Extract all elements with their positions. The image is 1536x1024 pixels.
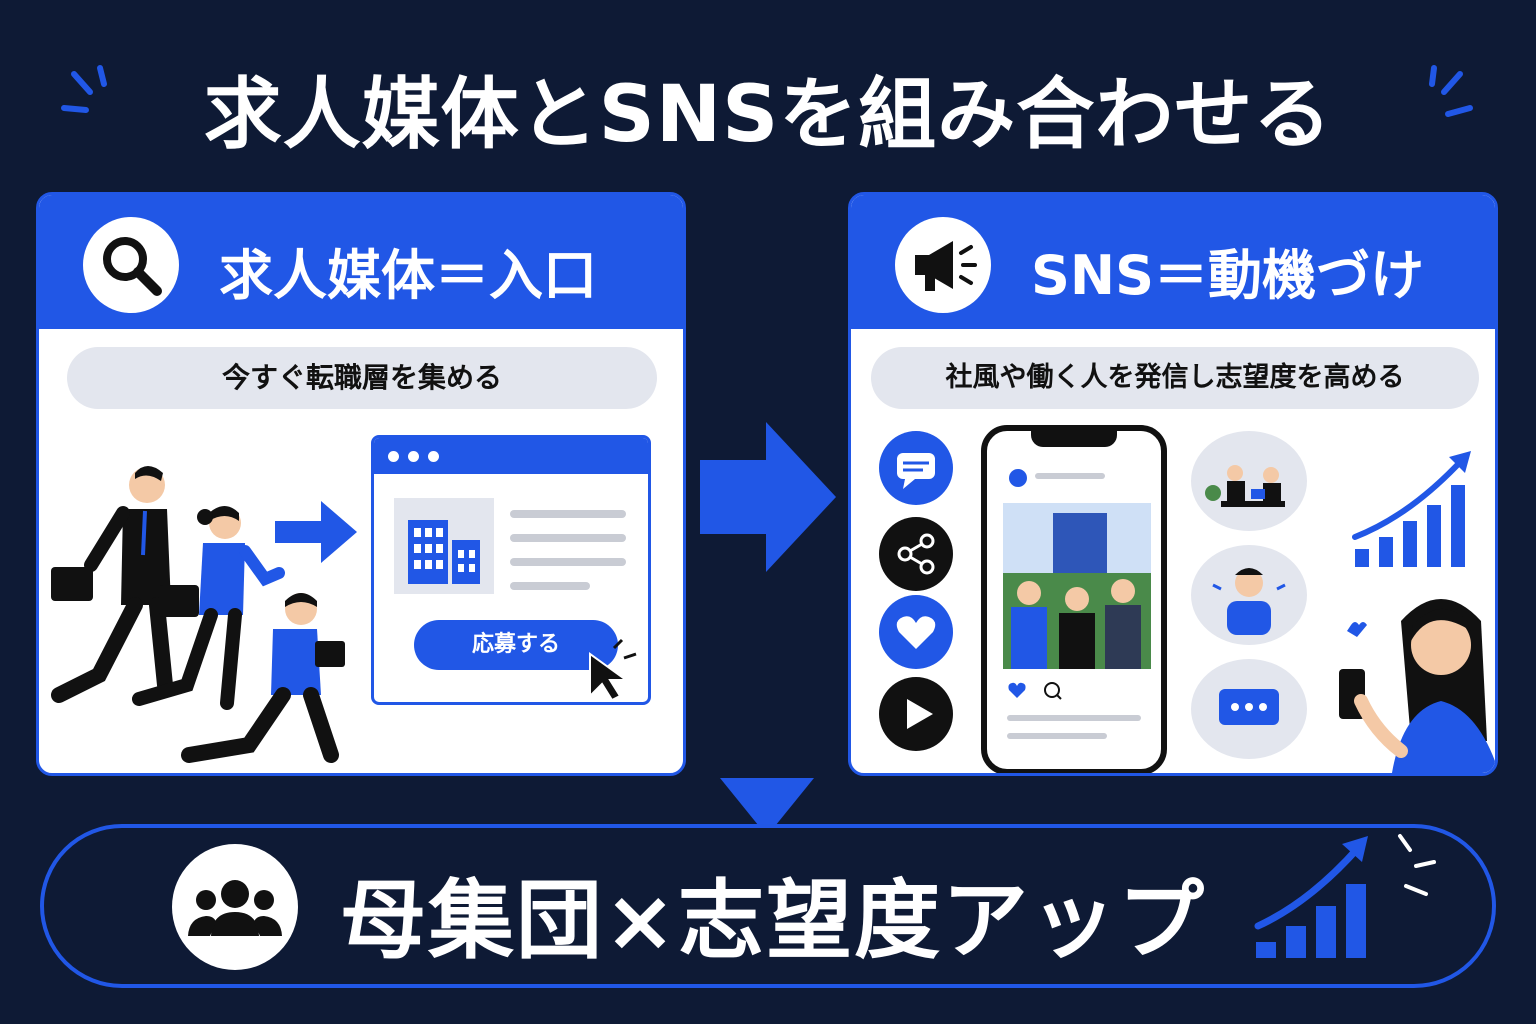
page-title: 求人媒体とSNSを組み合わせる: [203, 70, 1333, 160]
growth-chart-icon: [1352, 451, 1471, 567]
search-icon-circle: [83, 217, 179, 313]
megaphone-icon-circle: [895, 217, 991, 313]
sparkle-left-icon: [61, 65, 107, 113]
job-media-title: 求人媒体＝入口: [219, 244, 597, 307]
employee-bubble: [1191, 545, 1307, 645]
heart-icon: [879, 595, 953, 669]
building-icon: [394, 498, 494, 594]
flow-arrow-icon: [700, 422, 836, 572]
sns-title: SNS＝動機づけ: [1031, 244, 1424, 307]
chat-icon: [879, 431, 953, 505]
browser-title-bar: [374, 438, 648, 474]
smartphone-feed: [981, 425, 1167, 773]
post-heart-icon: [1008, 682, 1026, 698]
share-icon: [879, 517, 953, 591]
result-text: 母集団×志望度アップ: [340, 871, 1207, 971]
apply-button[interactable]: 応募する: [414, 620, 618, 670]
right-arrow-icon: [275, 501, 357, 563]
meeting-bubble: [1191, 431, 1307, 531]
sns-subtitle: 社風や働く人を発信し志望度を高める: [871, 347, 1479, 409]
megaphone-icon: [915, 241, 977, 291]
sparkle-right-icon: [1429, 65, 1473, 117]
woman-with-phone: [1339, 599, 1495, 773]
post-comment-icon: [1044, 682, 1062, 700]
message-bubble: [1191, 659, 1307, 759]
company-photo: [1003, 503, 1151, 669]
sns-header: SNS＝動機づけ: [851, 195, 1495, 329]
people-group-icon: [172, 844, 298, 970]
job-media-header: 求人媒体＝入口: [39, 195, 683, 329]
sns-panel: SNS＝動機づけ 社風や働く人を発信し志望度を高める: [848, 192, 1498, 776]
search-icon: [103, 237, 162, 296]
uptrend-chart-icon: [1254, 834, 1436, 958]
cursor-icon: [589, 638, 637, 702]
play-icon: [879, 677, 953, 751]
job-posting-window: 応募する: [371, 435, 651, 705]
job-media-panel: 求人媒体＝入口 今すぐ転職層を集める: [36, 192, 686, 776]
job-seekers-illustration: [51, 466, 345, 763]
job-media-subtitle: 今すぐ転職層を集める: [67, 347, 657, 409]
down-arrow-icon: [720, 778, 814, 836]
